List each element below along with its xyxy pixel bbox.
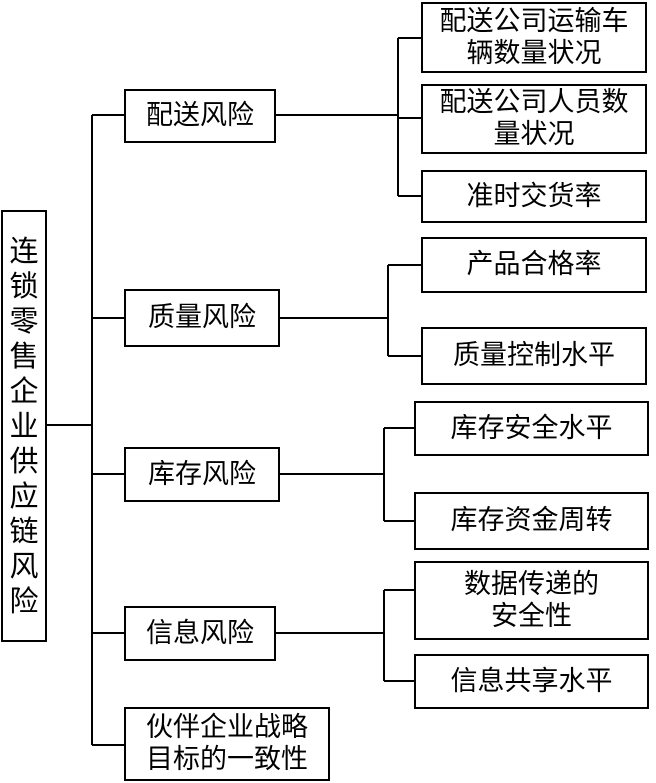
leaf-quality-control-level: 质量控制水平 — [421, 327, 647, 385]
leaf-data-transfer-security: 数据传递的 安全性 — [414, 561, 649, 640]
category-delivery-risk: 配送风险 — [124, 89, 276, 143]
leaf-inventory-safety-level: 库存安全水平 — [414, 401, 649, 456]
category-partner-strategy-consistency: 伙伴企业战略 目标的一致性 — [124, 707, 330, 781]
leaf-inventory-capital-turnover: 库存资金周转 — [414, 492, 649, 550]
category-information-risk: 信息风险 — [124, 606, 276, 661]
leaf-delivery-staff-count: 配送公司人员数 量状况 — [421, 84, 647, 154]
category-quality-risk: 质量风险 — [124, 289, 280, 347]
root-node: 连 锁 零 售 企 业 供 应 链 风 险 — [1, 210, 47, 642]
leaf-on-time-delivery-rate: 准时交货率 — [421, 170, 647, 223]
leaf-delivery-vehicle-count: 配送公司运输车 辆数量状况 — [421, 2, 647, 73]
category-inventory-risk: 库存风险 — [124, 447, 280, 502]
leaf-information-sharing-level: 信息共享水平 — [414, 654, 649, 709]
leaf-product-pass-rate: 产品合格率 — [421, 237, 647, 293]
